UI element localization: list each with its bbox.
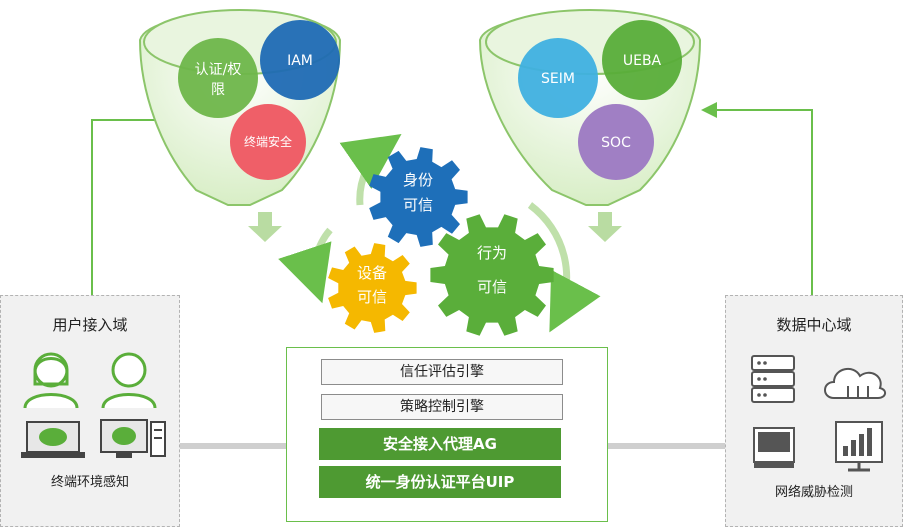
label-soc: SOC [601, 135, 631, 151]
male-user-icon [101, 352, 157, 409]
gear-behavior-line1: 行为 [477, 244, 507, 262]
gear-device [328, 243, 417, 333]
label-auth-line1: 认证/权 [195, 62, 242, 78]
datacenter-domain-panel: 数据中心域 [725, 295, 903, 527]
behavior-rotation-arc [527, 202, 601, 333]
user-domain-title: 用户接入域 [52, 316, 128, 334]
gear-device-line1: 设备 [357, 264, 387, 282]
right-feedback-arrow [701, 102, 813, 295]
label-iam: IAM [287, 53, 313, 69]
gear-identity-line1: 身份 [403, 171, 433, 189]
gear-device-line2: 可信 [357, 288, 387, 306]
gear-identity-line2: 可信 [403, 196, 433, 214]
desktop-pc-icon [100, 419, 166, 458]
datacenter-domain-title: 数据中心域 [776, 316, 852, 334]
server-rack-icon [751, 355, 795, 403]
circle-soc [578, 104, 654, 180]
circle-auth [178, 38, 258, 118]
left-down-arrow [248, 212, 282, 242]
identity-auth-platform-module: 统一身份认证平台UIP [319, 466, 561, 498]
secure-access-agent-module: 安全接入代理AG [319, 428, 561, 460]
gear-device-shape [328, 243, 417, 333]
user-domain-panel: 用户接入域 [0, 295, 180, 527]
monitor-icon [753, 427, 795, 468]
label-siem: SEIM [541, 71, 575, 87]
cloud-icon [824, 367, 886, 399]
female-user-icon [23, 352, 79, 409]
gear-identity [369, 147, 468, 247]
gear-behavior-shape [430, 214, 554, 336]
circle-iam [260, 20, 340, 100]
analytics-chart-icon [835, 421, 883, 472]
laptop-icon [21, 421, 85, 458]
label-ueba: UEBA [623, 53, 662, 69]
identity-rotation-arc [339, 134, 402, 206]
gear-behavior [430, 214, 554, 336]
gear-behavior-line2: 可信 [477, 278, 507, 296]
label-endpoint: 终端安全 [244, 134, 292, 149]
datacenter-domain-caption: 网络威胁检测 [774, 485, 853, 500]
user-domain-icons [21, 352, 166, 458]
circle-endpoint [230, 104, 306, 180]
label-auth-line2: 限 [211, 82, 225, 98]
right-funnel: SEIM UEBA SOC [478, 9, 702, 242]
circle-ueba [602, 20, 682, 100]
circle-siem [518, 38, 598, 118]
datacenter-icons [751, 355, 886, 472]
core-platform-panel: 信任评估引擎 策略控制引擎 安全接入代理AG 统一身份认证平台UIP [286, 347, 608, 522]
left-funnel: 认证/权 限 IAM 终端安全 [138, 9, 342, 242]
user-domain-caption: 终端环境感知 [50, 475, 129, 490]
policy-control-engine: 策略控制引擎 [321, 394, 563, 420]
gear-identity-shape [369, 147, 468, 247]
device-rotation-arc [278, 227, 333, 304]
left-feedback-arrow [91, 112, 174, 295]
right-down-arrow [588, 212, 622, 242]
trust-evaluation-engine: 信任评估引擎 [321, 359, 563, 385]
